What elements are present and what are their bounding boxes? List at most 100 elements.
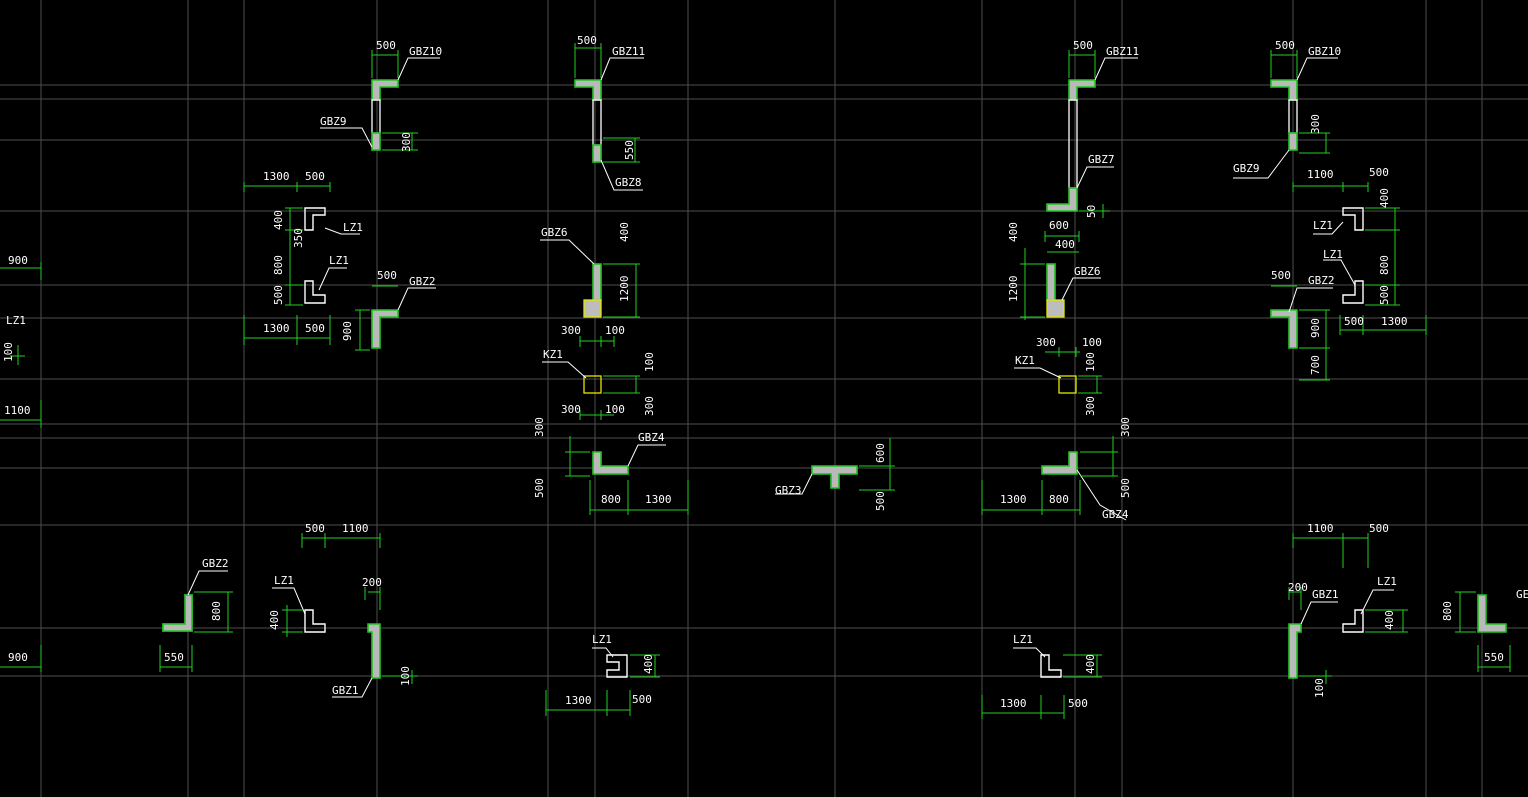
dim-text: 100: [605, 324, 625, 337]
tag-lz1[interactable]: LZ1: [1323, 248, 1343, 261]
dim-text: 1300: [1000, 697, 1027, 710]
tag-lz1[interactable]: LZ1: [1013, 633, 1033, 646]
dim-text: 500: [533, 478, 546, 498]
gbz2-wall-right[interactable]: [1270, 309, 1298, 349]
dim-text: 100: [2, 342, 15, 362]
dim-text: 100: [1082, 336, 1102, 349]
dim-text: 500: [577, 34, 597, 47]
gbz2-wall-bottom[interactable]: [162, 594, 193, 632]
tag-gbz9[interactable]: GBZ9: [1233, 162, 1260, 175]
tag-gbz9[interactable]: GBZ9: [320, 115, 347, 128]
lz1-column[interactable]: [606, 654, 628, 678]
gbz9-wall-left[interactable]: [371, 132, 381, 151]
lz1-column[interactable]: [304, 280, 326, 304]
dim-text: 900: [8, 254, 28, 267]
tag-gbz7[interactable]: GBZ7: [1088, 153, 1115, 166]
tag-gbz10[interactable]: GBZ10: [409, 45, 442, 58]
dim-text: 500: [1275, 39, 1295, 52]
dim-text: 600: [874, 443, 887, 463]
kz1-column-right[interactable]: [1058, 375, 1077, 394]
dim-text: 300: [533, 417, 546, 437]
tag-gbz2[interactable]: GBZ2: [202, 557, 229, 570]
tag-lz1[interactable]: LZ1: [592, 633, 612, 646]
tag-gbz2[interactable]: GBZ2: [1308, 274, 1335, 287]
lz1-column[interactable]: [1342, 280, 1364, 304]
dim-text: 1100: [4, 404, 31, 417]
dim-text: 300: [1036, 336, 1056, 349]
tag-gbz4[interactable]: GBZ4: [1102, 508, 1129, 521]
gbz6-column[interactable]: [583, 299, 602, 318]
tag-gbz6[interactable]: GBZ6: [1074, 265, 1101, 278]
dim-text: 500: [1068, 697, 1088, 710]
lz1-column[interactable]: [1040, 654, 1062, 678]
tag-gbz2[interactable]: GBZ2: [409, 275, 436, 288]
gbz8-wall[interactable]: [592, 144, 602, 163]
dim-text: 200: [1288, 581, 1308, 594]
tag-gbz1[interactable]: GBZ1: [1312, 588, 1339, 601]
leader: [592, 647, 614, 658]
dim-text: 1200: [618, 276, 631, 303]
dim-text: 900: [8, 651, 28, 664]
tag-gbz8[interactable]: GBZ8: [615, 176, 642, 189]
dim-text: 500: [305, 322, 325, 335]
tag-gbz3[interactable]: GBZ3: [775, 484, 802, 497]
kz1-column[interactable]: [583, 375, 602, 394]
gbz3-wall[interactable]: [811, 465, 858, 489]
dim-text: 300: [1084, 396, 1097, 416]
leader: [540, 239, 595, 265]
dim-text: 500: [305, 170, 325, 183]
tag-gbz11[interactable]: GBZ11: [1106, 45, 1139, 58]
tag-kz1[interactable]: KZ1: [543, 348, 563, 361]
dim-text: 500: [1073, 39, 1093, 52]
gbz6-column-right[interactable]: [1046, 299, 1065, 318]
leader: [187, 570, 228, 596]
dim-text: 300: [643, 396, 656, 416]
leader: [1076, 166, 1114, 189]
dim-text: 800: [1378, 255, 1391, 275]
dim-text: 300: [1119, 417, 1132, 437]
tag-lz1[interactable]: LZ1: [329, 254, 349, 267]
tag-gbz6[interactable]: GBZ6: [541, 226, 568, 239]
dim-text: 800: [1049, 493, 1069, 506]
dim-text: 500: [272, 285, 285, 305]
gbz6-wall-right[interactable]: [1046, 263, 1056, 301]
tag-gbz11[interactable]: GBZ11: [612, 45, 645, 58]
dim-text: 550: [623, 140, 636, 160]
dim-text: 1300: [263, 170, 290, 183]
dim-text: 400: [618, 222, 631, 242]
tag-gbz4[interactable]: GBZ4: [638, 431, 665, 444]
gbz-edge-wall[interactable]: [1477, 594, 1507, 633]
leader: [1296, 57, 1338, 81]
leader: [1313, 221, 1344, 235]
tag-lz1[interactable]: LZ1: [1313, 219, 1333, 232]
tag-gbz10[interactable]: GBZ10: [1308, 45, 1341, 58]
dim-text: 1300: [1000, 493, 1027, 506]
tag-lz1[interactable]: LZ1: [274, 574, 294, 587]
dim-text: 500: [1369, 522, 1389, 535]
dim-text: 300: [561, 403, 581, 416]
tag-kz1[interactable]: KZ1: [1015, 354, 1035, 367]
gbz9-wall-right[interactable]: [1288, 132, 1298, 151]
dim-text: 1200: [1007, 276, 1020, 303]
tag-lz1[interactable]: LZ1: [6, 314, 26, 327]
gbz6-wall[interactable]: [592, 263, 602, 301]
dim-text: 100: [605, 403, 625, 416]
dim-text: 1300: [645, 493, 672, 506]
lz1-column[interactable]: [304, 609, 326, 633]
tag-gbz1[interactable]: GBZ1: [332, 684, 359, 697]
lz1-column[interactable]: [1342, 207, 1364, 231]
lz1-column[interactable]: [304, 207, 326, 231]
leader: [1288, 287, 1333, 313]
gbz4-wall-right[interactable]: [1041, 451, 1078, 475]
dim-text: 400: [642, 654, 655, 674]
tag-lz1[interactable]: LZ1: [1377, 575, 1397, 588]
tag-lz1[interactable]: LZ1: [343, 221, 363, 234]
leader: [1014, 367, 1062, 379]
dim-text: 100: [1313, 678, 1326, 698]
dim-text: 100: [399, 666, 412, 686]
leader: [332, 677, 373, 698]
dim-text: 400: [268, 610, 281, 630]
dim-text: 500: [1119, 478, 1132, 498]
tag-gbz-edge[interactable]: GE: [1516, 588, 1528, 601]
